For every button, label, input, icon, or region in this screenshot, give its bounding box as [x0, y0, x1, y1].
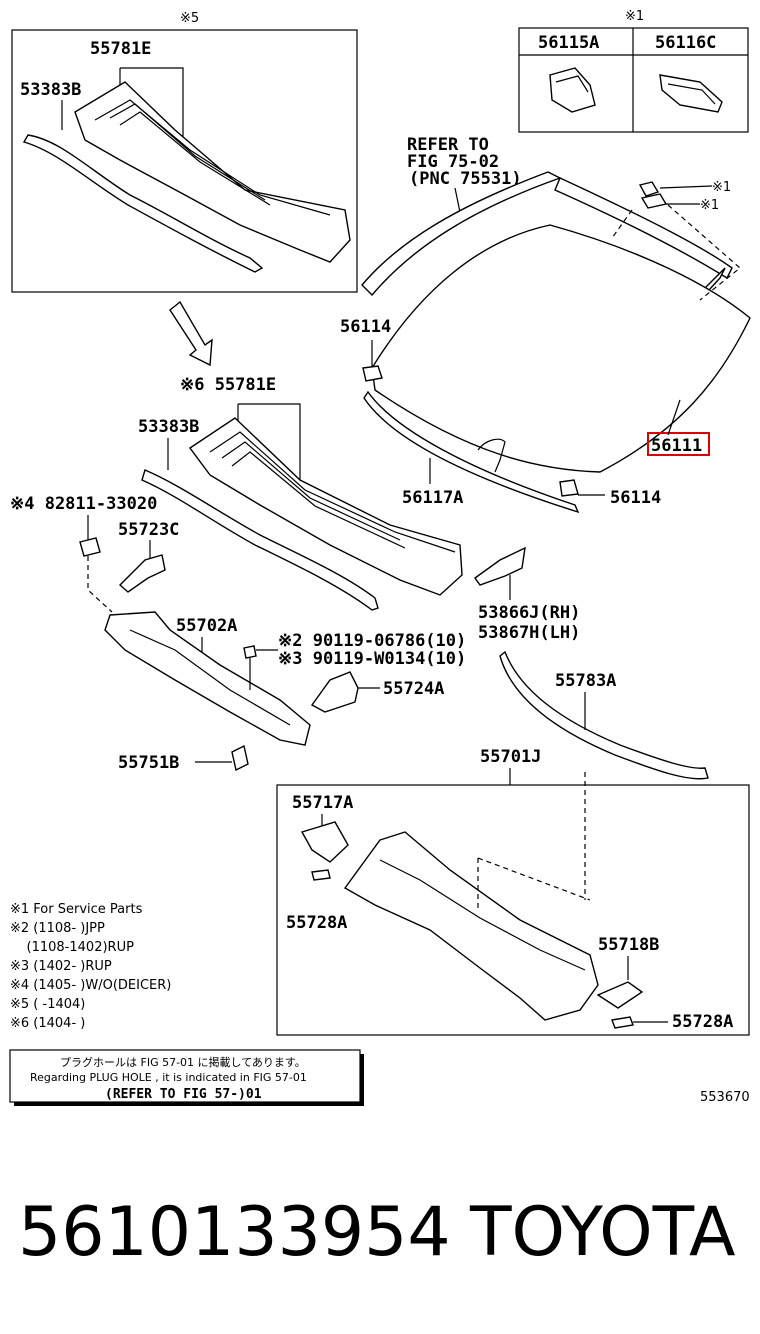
label-55728A-a[interactable]: 55728A — [286, 913, 347, 933]
leader-55781E-top — [120, 67, 184, 140]
clip-56116C — [659, 74, 723, 113]
windshield-dam — [363, 390, 580, 514]
bracket-55724A — [310, 671, 359, 713]
note-line: ※5 ( -1404) — [10, 997, 85, 1012]
label-55718B[interactable]: 55718B — [598, 935, 659, 955]
seal-55783A — [499, 650, 709, 780]
note-line: (1108-1402)RUP — [10, 940, 134, 955]
label-56111[interactable]: 56111 — [651, 436, 702, 456]
stopper-56114-b — [559, 479, 579, 497]
note-line: ※3 (1402- )RUP — [10, 959, 112, 974]
label-53866J[interactable]: 53866J(RH) — [478, 603, 580, 623]
note5-mark: ※5 — [180, 11, 199, 26]
refer-line3: (PNC 75531) — [409, 169, 522, 189]
label-55717A[interactable]: 55717A — [292, 793, 353, 813]
cowl-inner-panel-55701J — [343, 831, 599, 1021]
label-56117A[interactable]: 56117A — [402, 488, 463, 508]
cowl-seal-mid — [141, 469, 379, 611]
label-56114-b[interactable]: 56114 — [610, 488, 661, 508]
stopper-56114-a — [362, 365, 383, 382]
bracket-55718B — [596, 981, 644, 1009]
cowl-inner-box — [276, 784, 750, 1036]
connector-82811 — [79, 537, 101, 557]
clip-56115A — [549, 67, 596, 113]
notice-line1: プラグホールは FIG 57-01 に掲載してあります。 — [60, 1055, 306, 1069]
cowl-top-panel-55702A — [104, 611, 311, 746]
label-55781E-top[interactable]: 55781E — [90, 39, 151, 59]
label-55783A[interactable]: 55783A — [555, 671, 616, 691]
clip-55728A-a — [311, 869, 331, 881]
brand-name: TOYOTA — [469, 1193, 735, 1272]
part-number: 5610133954 — [18, 1193, 451, 1272]
label-55702A[interactable]: 55702A — [176, 616, 237, 636]
refer-line1: REFER TO — [407, 135, 489, 155]
label-53867H[interactable]: 53867H(LH) — [478, 623, 580, 643]
note-line: ※6 (1404- ) — [10, 1016, 85, 1031]
label-53383B-mid[interactable]: 53383B — [138, 417, 199, 437]
note1-mark: ※1 — [625, 9, 644, 24]
direction-arrow-icon — [169, 300, 213, 367]
note-line: ※1 For Service Parts — [10, 902, 143, 917]
notice-line3: (REFER TO FIG 57-)01 — [105, 1087, 262, 1102]
bracket-55717A — [300, 821, 349, 863]
bolt-90119 — [243, 645, 257, 659]
label-55723C[interactable]: 55723C — [118, 520, 179, 540]
bracket-55723C — [118, 554, 166, 593]
windshield-glass — [371, 224, 751, 473]
label-90119-b[interactable]: ※3 90119-W0134(10) — [278, 649, 466, 669]
label-55728A-b[interactable]: 55728A — [672, 1012, 733, 1032]
label-56116C[interactable]: 56116C — [655, 33, 716, 53]
label-56115A[interactable]: 56115A — [538, 33, 599, 53]
service-clip-a — [638, 181, 660, 197]
clip-note-b: ※1 — [700, 198, 719, 213]
bracket-53866J — [474, 546, 526, 586]
grommet-55751B — [231, 744, 249, 772]
label-55724A[interactable]: 55724A — [383, 679, 444, 699]
clip-note-a: ※1 — [712, 180, 731, 195]
cowl-panel-mid — [188, 417, 463, 596]
refer-line2: FIG 75-02 — [407, 152, 499, 172]
label-56114-a[interactable]: 56114 — [340, 317, 391, 337]
notice-line2: Regarding PLUG HOLE , it is indicated in… — [30, 1071, 307, 1084]
label-55751B[interactable]: 55751B — [118, 753, 179, 773]
label-82811[interactable]: ※4 82811-33020 — [10, 494, 157, 514]
label-55701J[interactable]: 55701J — [480, 747, 541, 767]
clip-55728A-b — [611, 1016, 634, 1029]
diagram-number: 553670 — [700, 1090, 750, 1105]
label-55781E-mid[interactable]: ※6 55781E — [180, 375, 276, 395]
label-90119-a[interactable]: ※2 90119-06786(10) — [278, 631, 466, 651]
note-line: ※2 (1108- )JPP — [10, 921, 105, 936]
service-notes: ※1 For Service Parts ※2 (1108- )JPP (110… — [10, 902, 171, 1031]
label-53383B-top[interactable]: 53383B — [20, 80, 81, 100]
cowl-panel-top — [74, 81, 351, 263]
highlight-box — [647, 432, 710, 456]
cowl-seal-top — [22, 134, 264, 273]
note-line: ※4 (1405- )W/O(DEICER) — [10, 978, 171, 993]
plug-hole-notice — [9, 1049, 361, 1103]
cowl-box-old — [11, 29, 358, 293]
